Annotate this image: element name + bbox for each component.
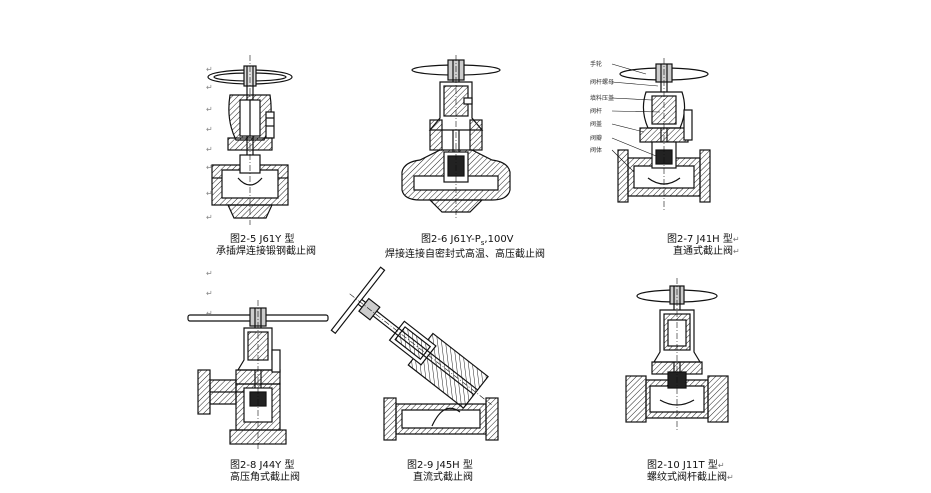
drawing-j61y xyxy=(207,55,293,225)
return-mark: ↵ xyxy=(206,189,213,198)
return-mark: ↵ xyxy=(206,309,213,318)
paragraph-marks: ↵ ↵ ↵ ↵ ↵ ↵ ↵ ↵ ↵ ↵ ↵ xyxy=(206,65,213,318)
figure-code: 图2-7 J41H 型↵ xyxy=(667,234,740,245)
figure-code: 图2-10 J11T 型↵ xyxy=(647,460,725,471)
return-mark: ↵ xyxy=(206,125,213,134)
return-mark: ↵ xyxy=(206,213,213,222)
figure-title: 承插焊连接锻钢截止阀 xyxy=(216,246,316,257)
part-label: 手轮 xyxy=(590,60,602,68)
return-mark: ↵ xyxy=(206,289,213,298)
return-mark: ↵ xyxy=(206,65,213,74)
part-label: 填料压盖 xyxy=(590,94,614,102)
figure-title: 高压角式截止阀 xyxy=(230,472,300,483)
drawing-j41h xyxy=(611,58,711,210)
figure-title: 螺纹式阀杆截止阀↵ xyxy=(647,472,734,483)
caption-fig-2-10: 图2-10 J11T 型↵ 螺纹式阀杆截止阀↵ xyxy=(647,460,734,484)
caption-fig-2-9: 图2-9 J45H 型 直流式截止阀 xyxy=(407,460,473,484)
return-mark: ↵ xyxy=(206,163,213,172)
return-mark: ↵ xyxy=(206,269,213,278)
caption-fig-2-5: 图2-5 J61Y 型 承插焊连接锻钢截止阀 xyxy=(216,234,316,258)
figure-code: 图2-5 J61Y 型 xyxy=(230,234,295,245)
return-mark: ↵ xyxy=(206,105,213,114)
figure-title: 直通式截止阀↵ xyxy=(673,246,740,257)
caption-fig-2-7: 图2-7 J41H 型↵ 直通式截止阀↵ xyxy=(667,234,740,258)
figure-code: 图2-9 J45H 型 xyxy=(407,460,473,471)
return-mark: ↵ xyxy=(206,83,213,92)
caption-fig-2-8: 图2-8 J44Y 型 高压角式截止阀 xyxy=(230,460,300,484)
part-label: 阀盖 xyxy=(590,120,602,128)
drawing-j61y-ps xyxy=(401,55,511,220)
figure-title: 直流式截止阀 xyxy=(413,472,473,483)
figure-title: 焊接连接自密封式高温、高压截止阀 xyxy=(385,249,545,260)
part-label: 阀体 xyxy=(590,146,602,154)
part-label: 阀瓣 xyxy=(590,134,602,142)
part-label: 阀杆螺母 xyxy=(590,78,614,86)
return-mark: ↵ xyxy=(206,145,213,154)
figure-code: 图2-8 J44Y 型 xyxy=(230,460,295,471)
drawing-j45h xyxy=(330,266,499,441)
caption-fig-2-6: 图2-6 J61Y-Ps,100V 焊接连接自密封式高温、高压截止阀 xyxy=(385,234,545,261)
drawing-j11t xyxy=(625,278,729,430)
part-label: 阀杆 xyxy=(590,107,602,115)
drawing-j44y xyxy=(187,300,329,450)
figure-code: 图2-6 J61Y-Ps,100V xyxy=(421,234,514,247)
